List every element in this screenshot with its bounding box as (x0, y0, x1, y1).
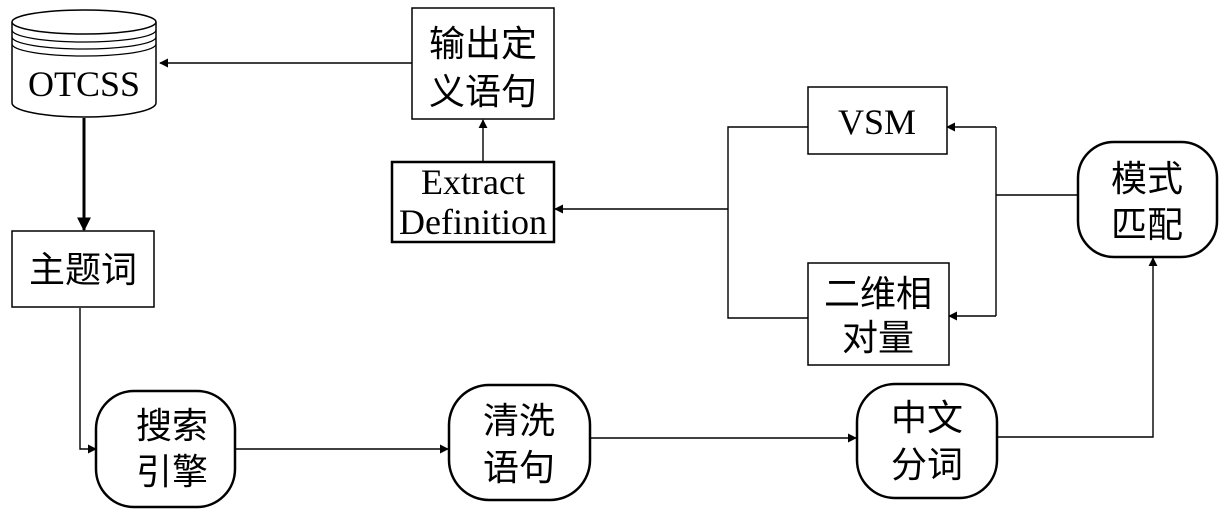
extract-definition-label-line1: Extract (421, 162, 525, 202)
output-definition-label-line2: 义语句 (429, 72, 537, 113)
database-ring-3 (11, 43, 157, 57)
node-pattern-match: 模式 匹配 (1076, 140, 1219, 259)
pattern-match-label-line2: 匹配 (1111, 205, 1183, 246)
edge-segment-to-pattern (998, 257, 1158, 438)
otcss-label: OTCSS (28, 64, 140, 104)
node-search-engine: 搜索 引擎 (94, 389, 237, 509)
database-ring-2 (11, 36, 157, 50)
clean-sentence-box (447, 383, 592, 502)
extract-definition-label-line2: Definition (399, 202, 547, 242)
connectors (77, 58, 1158, 454)
pattern-match-box (1076, 140, 1219, 259)
clean-sentence-label-line1: 清洗 (483, 401, 555, 442)
search-engine-box (94, 389, 237, 509)
keyword-label: 主题词 (29, 250, 137, 291)
node-cn-segment: 中文 分词 (855, 382, 999, 500)
vsm-label: VSM (838, 102, 916, 142)
node-extract-definition: Extract Definition (390, 160, 556, 244)
cn-segment-box (855, 382, 999, 500)
edge-keyword-to-search (79, 308, 97, 454)
database-icon (11, 22, 157, 118)
search-engine-label-line2: 引擎 (136, 452, 208, 493)
extract-definition-box (390, 160, 556, 244)
node-vsm: VSM (807, 86, 948, 155)
edge-vsm-bracket-left (727, 126, 808, 319)
keyword-box (11, 230, 155, 308)
cn-segment-label-line2: 分词 (891, 445, 963, 486)
clean-sentence-label-line2: 语句 (483, 448, 555, 489)
database-top (11, 9, 157, 35)
relative-2d-box (807, 262, 950, 366)
output-definition-box (411, 7, 555, 120)
search-engine-label-line1: 搜索 (136, 406, 208, 447)
node-relative-2d: 二维相 对量 (807, 262, 950, 366)
cn-segment-label-line1: 中文 (891, 398, 963, 439)
output-definition-label-line1: 输出定 (429, 24, 537, 65)
relative-2d-label-line1: 二维相 (824, 274, 932, 315)
node-clean-sentence: 清洗 语句 (447, 383, 592, 502)
pattern-match-label-line1: 模式 (1111, 159, 1183, 200)
relative-2d-label-line2: 对量 (842, 318, 914, 359)
vsm-box (807, 86, 948, 155)
node-output-definition: 输出定 义语句 (411, 7, 555, 120)
node-otcss: OTCSS (11, 9, 157, 118)
database-ring-1 (11, 29, 157, 43)
node-keyword: 主题词 (11, 230, 155, 308)
